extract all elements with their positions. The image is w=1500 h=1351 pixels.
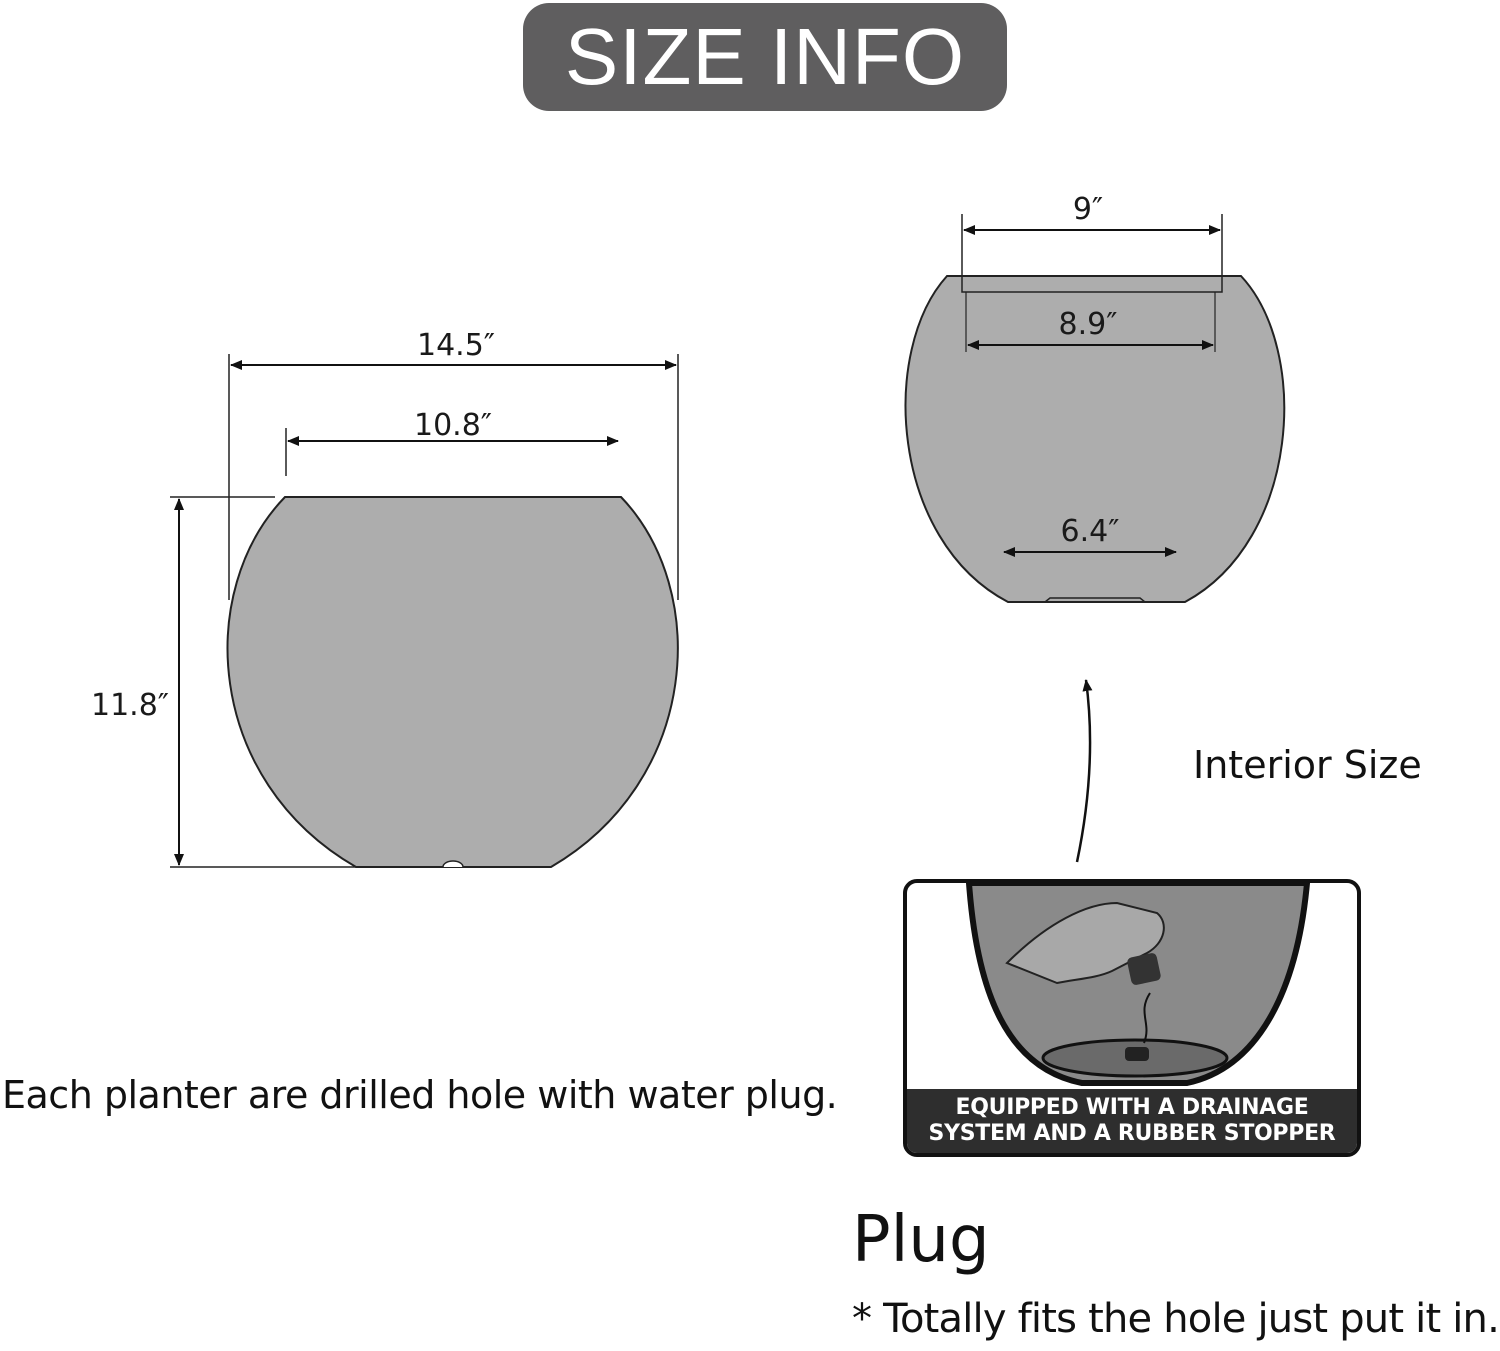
plug-title: Plug: [852, 1203, 990, 1277]
pointer-arrow-icon: [1075, 679, 1093, 863]
opening-width-label: 10.8″: [414, 408, 492, 443]
interior-size-label: Interior Size: [1193, 743, 1422, 787]
outer-planter-shape: [226, 496, 679, 868]
plug-caption-line1: EQUIPPED WITH A DRAINAGE: [955, 1095, 1309, 1120]
outer-drain-hole-icon: [442, 860, 464, 868]
outer-planter: [226, 496, 679, 868]
planter-bowl-with-stopper-icon: [965, 883, 1311, 1086]
interior-drain-hole-icon: [1044, 597, 1146, 603]
interior-planter-shape: [904, 275, 1286, 603]
plug-illustration: EQUIPPED WITH A DRAINAGE SYSTEM AND A RU…: [903, 879, 1361, 1157]
page-title: SIZE INFO: [564, 12, 966, 101]
plug-caption-line2: SYSTEM AND A RUBBER STOPPER: [928, 1121, 1336, 1146]
plug-caption: EQUIPPED WITH A DRAINAGE SYSTEM AND A RU…: [907, 1089, 1357, 1153]
plug-note: * Totally fits the hole just put it in.: [852, 1296, 1500, 1342]
title-badge: SIZE INFO: [523, 3, 1007, 111]
base-width-label: 6.4″: [1061, 514, 1120, 549]
top-width-label: 14.5″: [417, 328, 495, 363]
interior-planter: [904, 275, 1286, 603]
height-label: 11.8″: [91, 688, 169, 723]
interior-rim: [961, 276, 1223, 293]
inner-width-label: 8.9″: [1059, 307, 1118, 342]
rim-width-label: 9″: [1073, 192, 1103, 227]
drilled-hole-note: Each planter are drilled hole with water…: [2, 1073, 838, 1117]
